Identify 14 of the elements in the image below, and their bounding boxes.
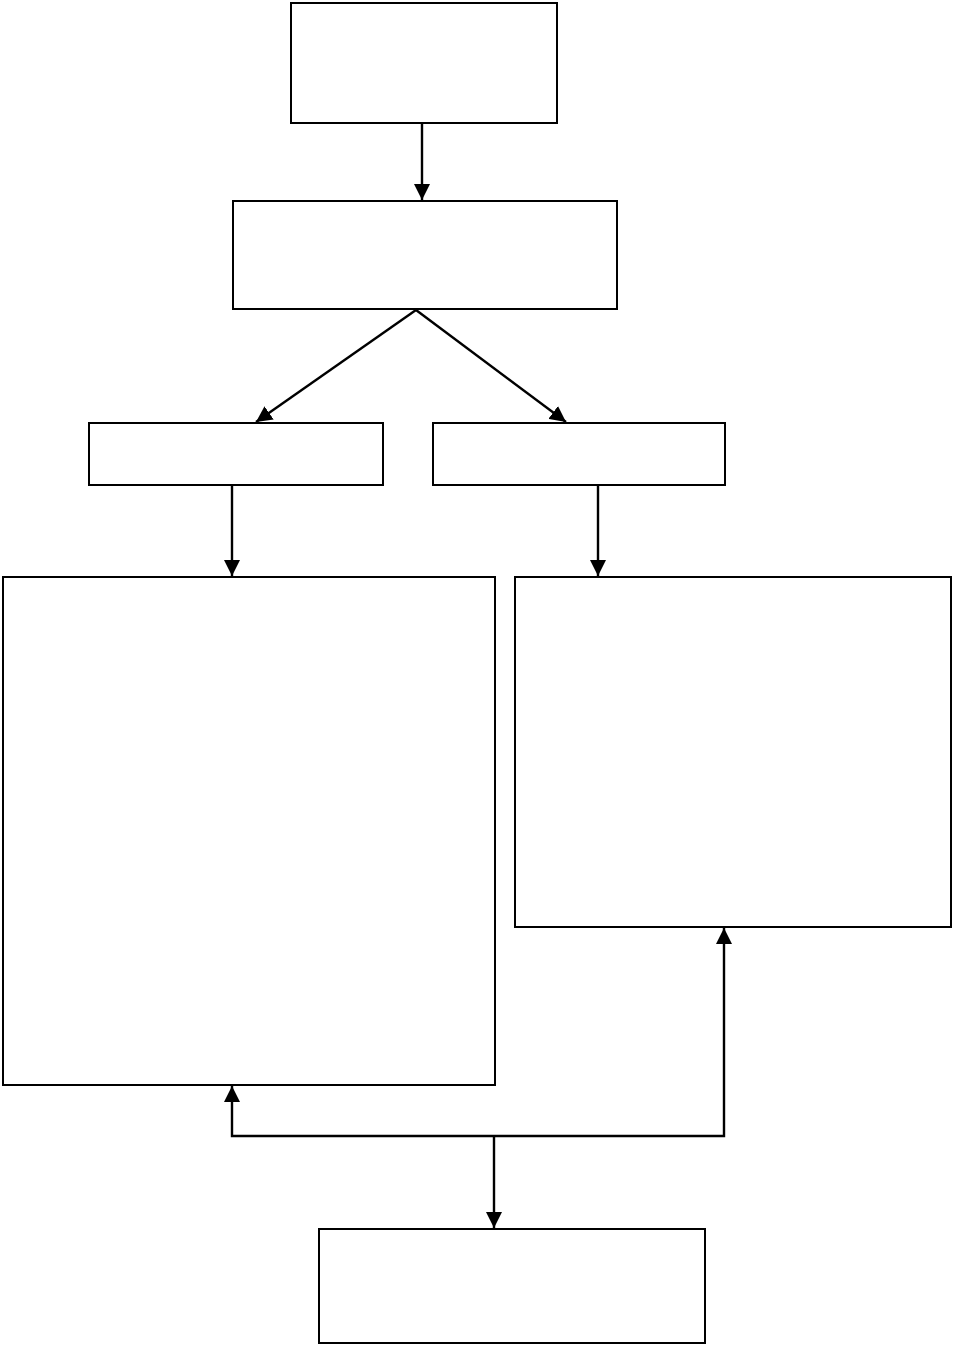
arrow bbox=[224, 486, 240, 576]
arrow bbox=[224, 928, 732, 1138]
arrow bbox=[255, 309, 417, 423]
process-box bbox=[514, 576, 952, 928]
arrow bbox=[486, 1136, 502, 1228]
process-box bbox=[290, 2, 558, 124]
arrow bbox=[590, 486, 606, 576]
process-box bbox=[432, 422, 726, 486]
process-box bbox=[88, 422, 384, 486]
process-box bbox=[318, 1228, 706, 1344]
process-box bbox=[2, 576, 496, 1086]
arrow bbox=[414, 124, 430, 200]
process-box bbox=[232, 200, 618, 310]
arrow bbox=[415, 309, 567, 423]
